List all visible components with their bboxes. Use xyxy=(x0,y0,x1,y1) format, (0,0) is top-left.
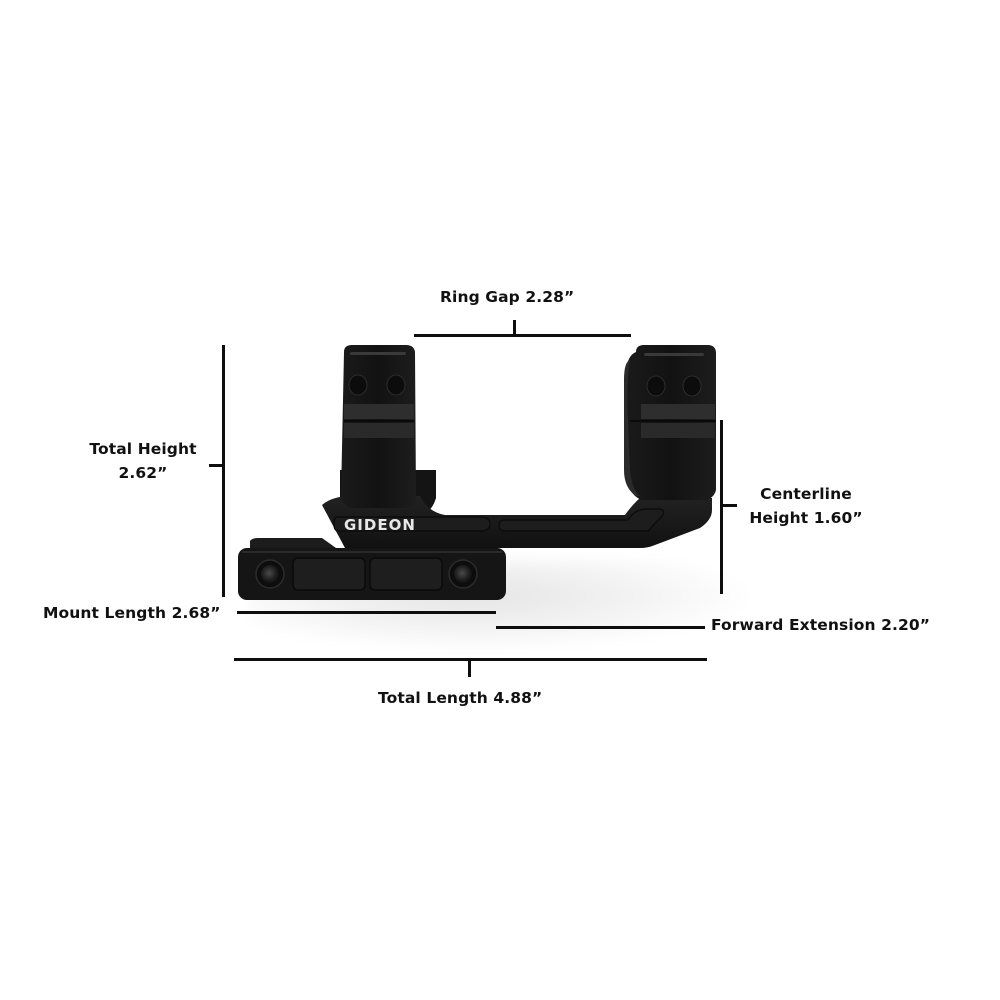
brand-logo: GIDEON xyxy=(344,516,416,534)
ring-gap-label: Ring Gap 2.28” xyxy=(440,288,575,306)
centerline-height-label-line2: Height 1.60” xyxy=(749,509,863,527)
forward-extension-line xyxy=(496,626,705,629)
mount-length-line xyxy=(237,611,496,614)
centerline-height-tick xyxy=(722,504,737,507)
total-height-label-line2: 2.62” xyxy=(118,464,168,482)
centerline-height-label: Centerline Height 1.60” xyxy=(742,482,870,530)
total-length-line xyxy=(234,658,707,661)
mount-length-label: Mount Length 2.68” xyxy=(43,604,221,622)
centerline-height-line xyxy=(720,420,723,594)
mount-body xyxy=(238,470,712,600)
rear-ring xyxy=(341,345,416,508)
total-length-tick xyxy=(468,660,471,677)
total-height-label-line1: Total Height xyxy=(89,440,197,458)
ring-gap-line xyxy=(414,334,631,337)
total-height-label: Total Height 2.62” xyxy=(78,437,208,485)
total-height-line xyxy=(222,345,225,597)
centerline-height-label-line1: Centerline xyxy=(760,485,852,503)
forward-extension-label: Forward Extension 2.20” xyxy=(711,616,931,634)
total-height-tick xyxy=(209,464,223,467)
front-ring xyxy=(624,345,716,500)
total-length-label: Total Length 4.88” xyxy=(378,689,543,707)
ring-gap-tick xyxy=(513,320,516,335)
